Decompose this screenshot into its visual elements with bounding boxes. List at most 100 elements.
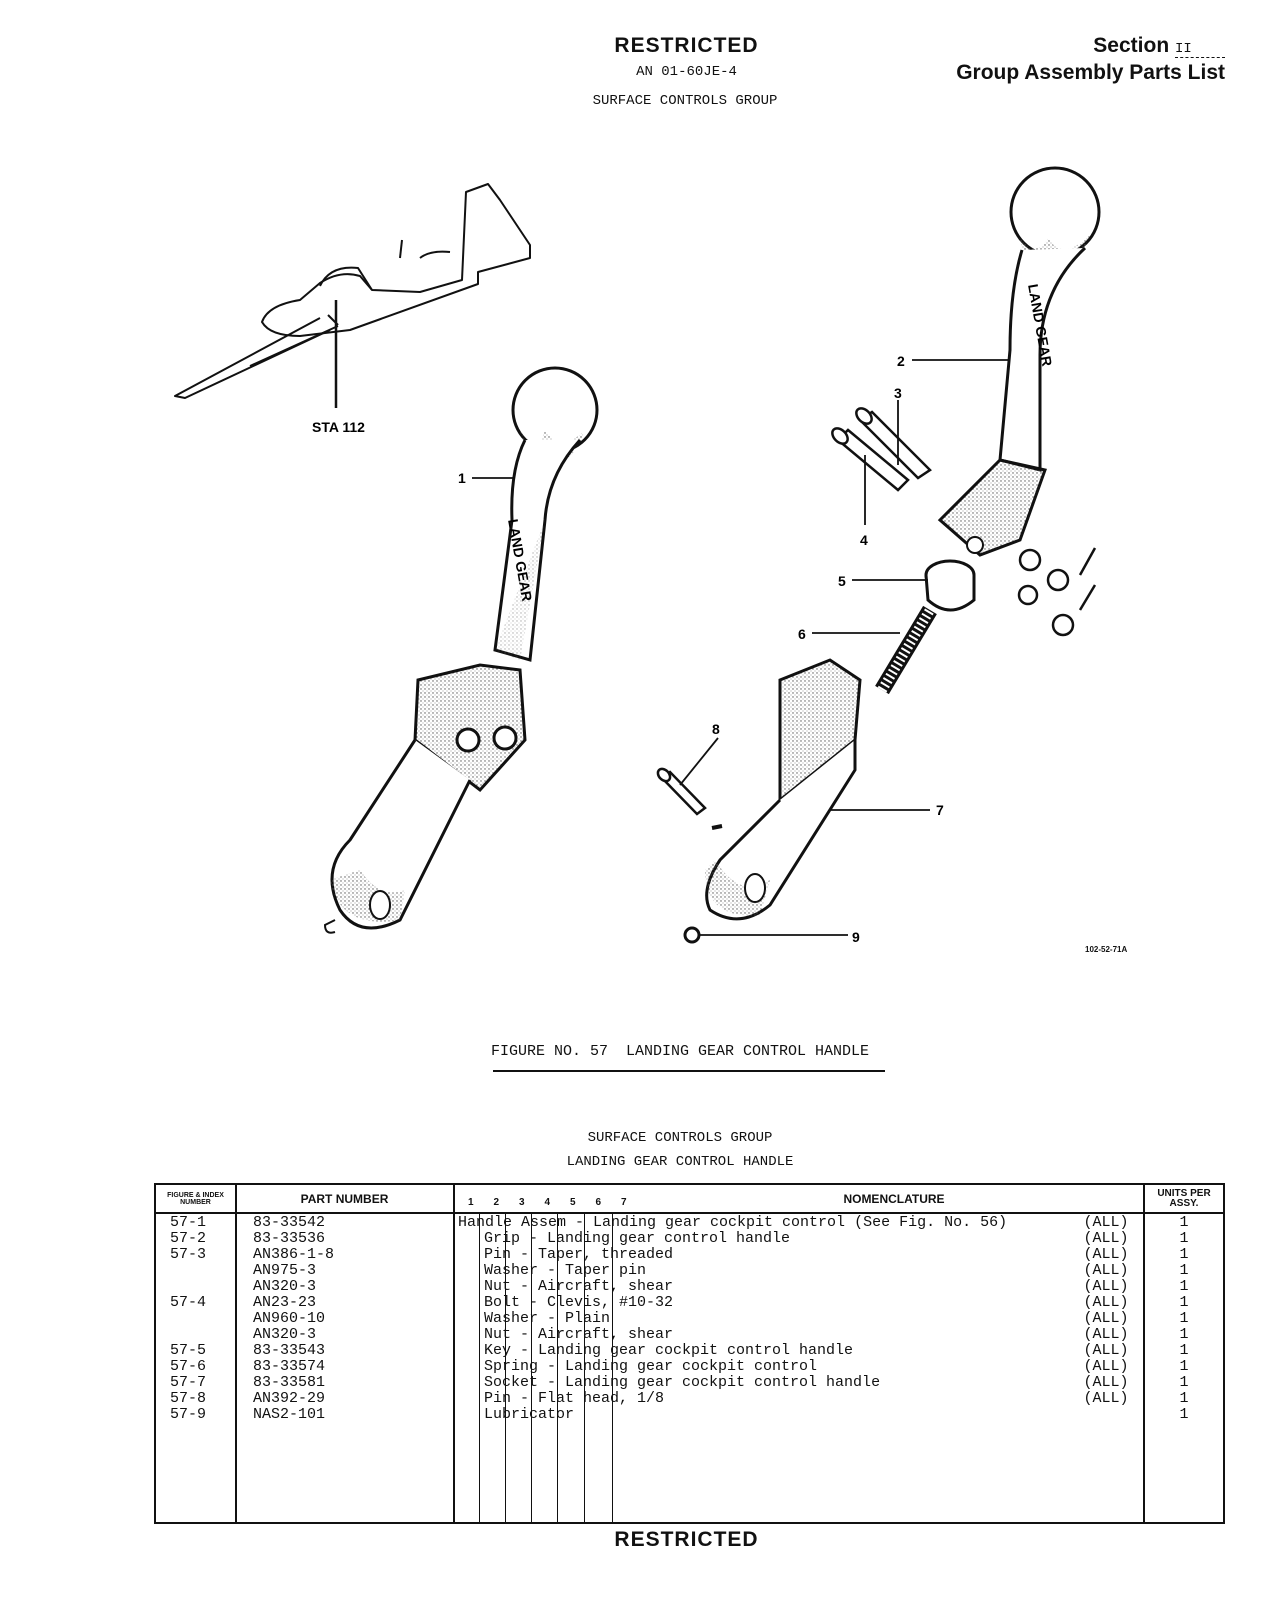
usable-on-cell: (ALL) [1083,1214,1129,1231]
indent-divider [584,1212,585,1522]
list-title: Group Assembly Parts List [956,61,1225,84]
nomenclature-cell: Key - Landing gear cockpit control handl… [484,1342,854,1359]
part-number-cell: AN320-3 [253,1326,317,1343]
callout-8: 8 [712,721,720,737]
spring-part [875,605,937,695]
column-header-units: UNITS PER ASSY. [1157,1187,1211,1209]
figure-index-cell: 57-5 [170,1342,207,1359]
figure-index-cell: 57-1 [170,1214,207,1231]
usable-on-cell: (ALL) [1083,1278,1129,1295]
units-cell: 1 [1179,1342,1189,1359]
nomenclature-cell: Bolt - Clevis, #10-32 [484,1294,674,1311]
part-number-cell: AN960-10 [253,1310,326,1327]
usable-on-cell: (ALL) [1083,1246,1129,1263]
figure-caption-prefix: FIGURE NO. 57 [490,1043,608,1060]
part-number-cell: 83-33581 [253,1374,326,1391]
part-number-cell: AN23-23 [253,1294,317,1311]
units-cell: 1 [1179,1214,1189,1231]
figure-index-cell: 57-7 [170,1374,207,1391]
indent-level-label: 4 [544,1196,551,1208]
units-cell: 1 [1179,1262,1189,1279]
column-header-nomenclature: NOMENCLATURE [843,1191,945,1206]
indent-level-label: 7 [620,1196,627,1208]
usable-on-cell: (ALL) [1083,1326,1129,1343]
classification-footer: RESTRICTED [614,1528,759,1551]
indent-divider [531,1212,532,1522]
drawing-code: 102-52-71A [1085,945,1128,954]
nomenclature-cell: Pin - Taper, threaded [484,1246,674,1263]
units-cell: 1 [1179,1406,1189,1423]
part-number-cell: 83-33543 [253,1342,326,1359]
usable-on-cell: (ALL) [1083,1294,1129,1311]
nuts-and-washers [1017,547,1097,637]
group-title: SURFACE CONTROLS GROUP [592,93,778,109]
indent-level-label: 3 [518,1196,525,1208]
part-number-cell: AN386-1-8 [253,1246,335,1263]
usable-on-cell: (ALL) [1083,1358,1129,1375]
units-cell: 1 [1179,1230,1189,1247]
header-divider [156,1212,1223,1214]
callout-2: 2 [897,353,905,369]
units-cell: 1 [1179,1310,1189,1327]
figure-index-cell: 57-9 [170,1406,207,1423]
column-divider [453,1185,455,1522]
units-cell: 1 [1179,1278,1189,1295]
column-divider [1143,1185,1145,1522]
classification-header: RESTRICTED [614,34,759,57]
table-row: 57-5 83-33543 Key - Landing gear cockpit c… [156,1343,1223,1359]
indent-level-label: 2 [493,1196,500,1208]
callout-9: 9 [852,929,860,945]
section-label: Section [1093,34,1170,57]
nomenclature-cell: Lubricator [484,1406,575,1423]
nomenclature-cell: Nut - Aircraft, shear [484,1326,674,1343]
figure-index-cell: 57-8 [170,1390,207,1407]
units-cell: 1 [1179,1358,1189,1375]
nomenclature-cell: Pin - Flat head, 1/8 [484,1390,665,1407]
part-number-cell: 83-33574 [253,1358,326,1375]
socket-part [705,658,862,921]
part-number-cell: AN975-3 [253,1262,317,1279]
figure-caption: FIGURE NO. 57 LANDING GEAR CONTROL HANDL… [470,1043,890,1060]
part-number-cell: AN320-3 [253,1278,317,1295]
assembled-handle: LAND GEAR [323,366,599,934]
column-divider [235,1185,237,1522]
indent-level-label: 6 [595,1196,602,1208]
units-cell: 1 [1179,1390,1189,1407]
nomenclature-cell: Spring - Landing gear cockpit control [484,1358,818,1375]
callout-4: 4 [860,532,868,548]
table-subject-title: LANDING GEAR CONTROL HANDLE [566,1154,794,1170]
section-heading: Section II [1093,34,1225,58]
usable-on-cell: (ALL) [1083,1390,1129,1407]
clevis-bolt [831,427,910,492]
nomenclature-cell: Washer - Plain [484,1310,611,1327]
nomenclature-cell: Nut - Aircraft, shear [484,1278,674,1295]
callout-7: 7 [936,802,944,818]
lubricator-part [683,926,701,944]
usable-on-cell: (ALL) [1083,1374,1129,1391]
figure-index-cell: 57-3 [170,1246,207,1263]
figure-index-cell: 57-6 [170,1358,207,1375]
figure-rule [493,1070,885,1072]
usable-on-cell: (ALL) [1083,1230,1129,1247]
nomenclature-cell: Grip - Landing gear control handle [484,1230,791,1247]
landing-gear-handle-illustration: STA 112 LAND GEAR 1 LAND GEAR 2 3 4 [174,166,1101,945]
indent-divider [612,1212,613,1522]
key-part [924,559,976,612]
callout-1: 1 [458,470,466,486]
aircraft-sketch [174,183,531,408]
part-number-cell: 83-33536 [253,1230,326,1247]
grip-part: LAND GEAR [937,166,1101,557]
table-row: 57-3 AN386-1-8 Pin - Taper, threaded (ALL) 1 [156,1247,1223,1263]
usable-on-cell: (ALL) [1083,1262,1129,1279]
indent-divider [557,1212,558,1522]
units-cell: 1 [1179,1374,1189,1391]
indent-divider [479,1212,480,1522]
units-cell: 1 [1179,1246,1189,1263]
section-number: II [1175,41,1225,58]
